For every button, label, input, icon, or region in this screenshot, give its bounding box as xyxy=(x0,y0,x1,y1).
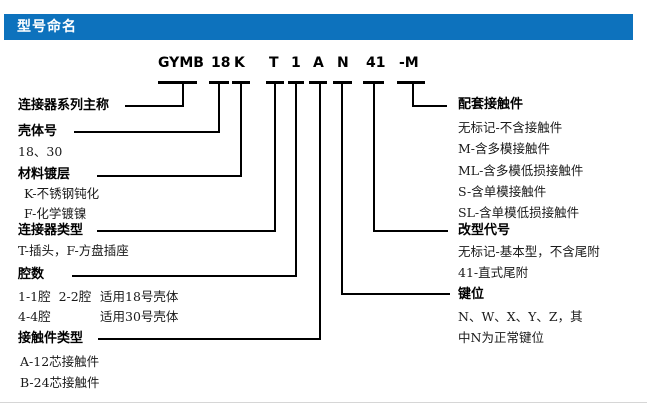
code-segment-contact: A xyxy=(313,55,324,71)
label-contact-a: A-12芯接触件 xyxy=(20,354,100,369)
drop-line-type xyxy=(274,81,276,232)
label-contact-type-title: 接触件类型 xyxy=(18,331,84,346)
label-plating-title: 材料镀层 xyxy=(18,167,71,182)
label-key-title: 键位 xyxy=(458,287,485,302)
code-segment-plating: K xyxy=(234,55,245,71)
label-mating-item-3: S-含单模接触件 xyxy=(458,184,547,199)
page-divider xyxy=(0,402,647,403)
drop-line-mating xyxy=(412,81,414,107)
callout-line-mod xyxy=(373,230,448,232)
label-shell-title: 壳体号 xyxy=(18,124,58,139)
label-cavity-title: 腔数 xyxy=(18,267,45,282)
label-mod-item-1: 41-直式尾附 xyxy=(458,265,529,280)
label-mod-item-0: 无标记-基本型，不含尾附 xyxy=(458,244,600,259)
label-key-line1: N、W、X、Y、Z，其 xyxy=(458,309,583,324)
label-mating-item-2: ML-含多模低损接触件 xyxy=(458,163,584,178)
callout-line-shell xyxy=(74,131,220,133)
label-cavity-row1-left: 1-1腔 2-2腔 xyxy=(18,289,92,304)
callout-line-cavity xyxy=(72,275,297,277)
drop-line-series xyxy=(182,81,184,107)
callout-line-contact xyxy=(98,338,321,340)
code-segment-key: N xyxy=(337,55,349,71)
drop-line-key xyxy=(341,81,343,295)
section-title: 型号命名 xyxy=(17,19,77,35)
label-mating-title: 配套接触件 xyxy=(458,97,524,112)
label-mod-title: 改型代号 xyxy=(458,223,511,238)
callout-line-mating xyxy=(412,105,447,107)
code-segment-type: T xyxy=(269,55,279,71)
label-contact-b: B-24芯接触件 xyxy=(20,375,100,390)
code-segment-cavity: 1 xyxy=(291,55,301,71)
code-underbar-mating xyxy=(397,81,425,84)
label-cavity-row1-right: 适用18号壳体 xyxy=(100,289,179,304)
section-header-bar: 型号命名 xyxy=(4,14,633,40)
code-segment-mating: -M xyxy=(399,55,419,71)
label-shell-values: 18、30 xyxy=(18,144,63,159)
label-conn-type-values: T-插头，F-方盘插座 xyxy=(18,243,129,258)
callout-line-plating xyxy=(97,175,242,177)
code-segment-shell: 18 xyxy=(211,55,231,71)
drop-line-contact xyxy=(319,81,321,340)
label-plating-k: K-不锈钢钝化 xyxy=(24,186,100,201)
code-underbar-series xyxy=(158,81,197,84)
callout-line-series xyxy=(125,105,184,107)
label-series-title: 连接器系列主称 xyxy=(18,98,110,113)
label-mating-item-0: 无标记-不含接触件 xyxy=(458,120,563,135)
callout-line-key xyxy=(341,293,450,295)
label-mating-item-1: M-含多模接触件 xyxy=(458,141,551,156)
label-mating-item-4: SL-含单模低损接触件 xyxy=(458,205,580,220)
code-underbar-contact xyxy=(309,81,327,84)
code-segment-mod: 41 xyxy=(366,55,386,71)
label-conn-type-title: 连接器类型 xyxy=(18,223,84,238)
drop-line-cavity xyxy=(295,81,297,277)
drop-line-mod xyxy=(373,81,375,232)
label-cavity-row2-left: 4-4腔 xyxy=(18,309,51,324)
code-segment-series: GYMB xyxy=(158,55,204,71)
drop-line-shell xyxy=(218,81,220,133)
drop-line-plating xyxy=(240,81,242,177)
label-plating-f: F-化学镀镍 xyxy=(24,206,87,221)
label-key-line2: 中N为正常键位 xyxy=(458,330,544,345)
callout-line-type xyxy=(97,230,276,232)
label-cavity-row2-right: 适用30号壳体 xyxy=(100,309,179,324)
